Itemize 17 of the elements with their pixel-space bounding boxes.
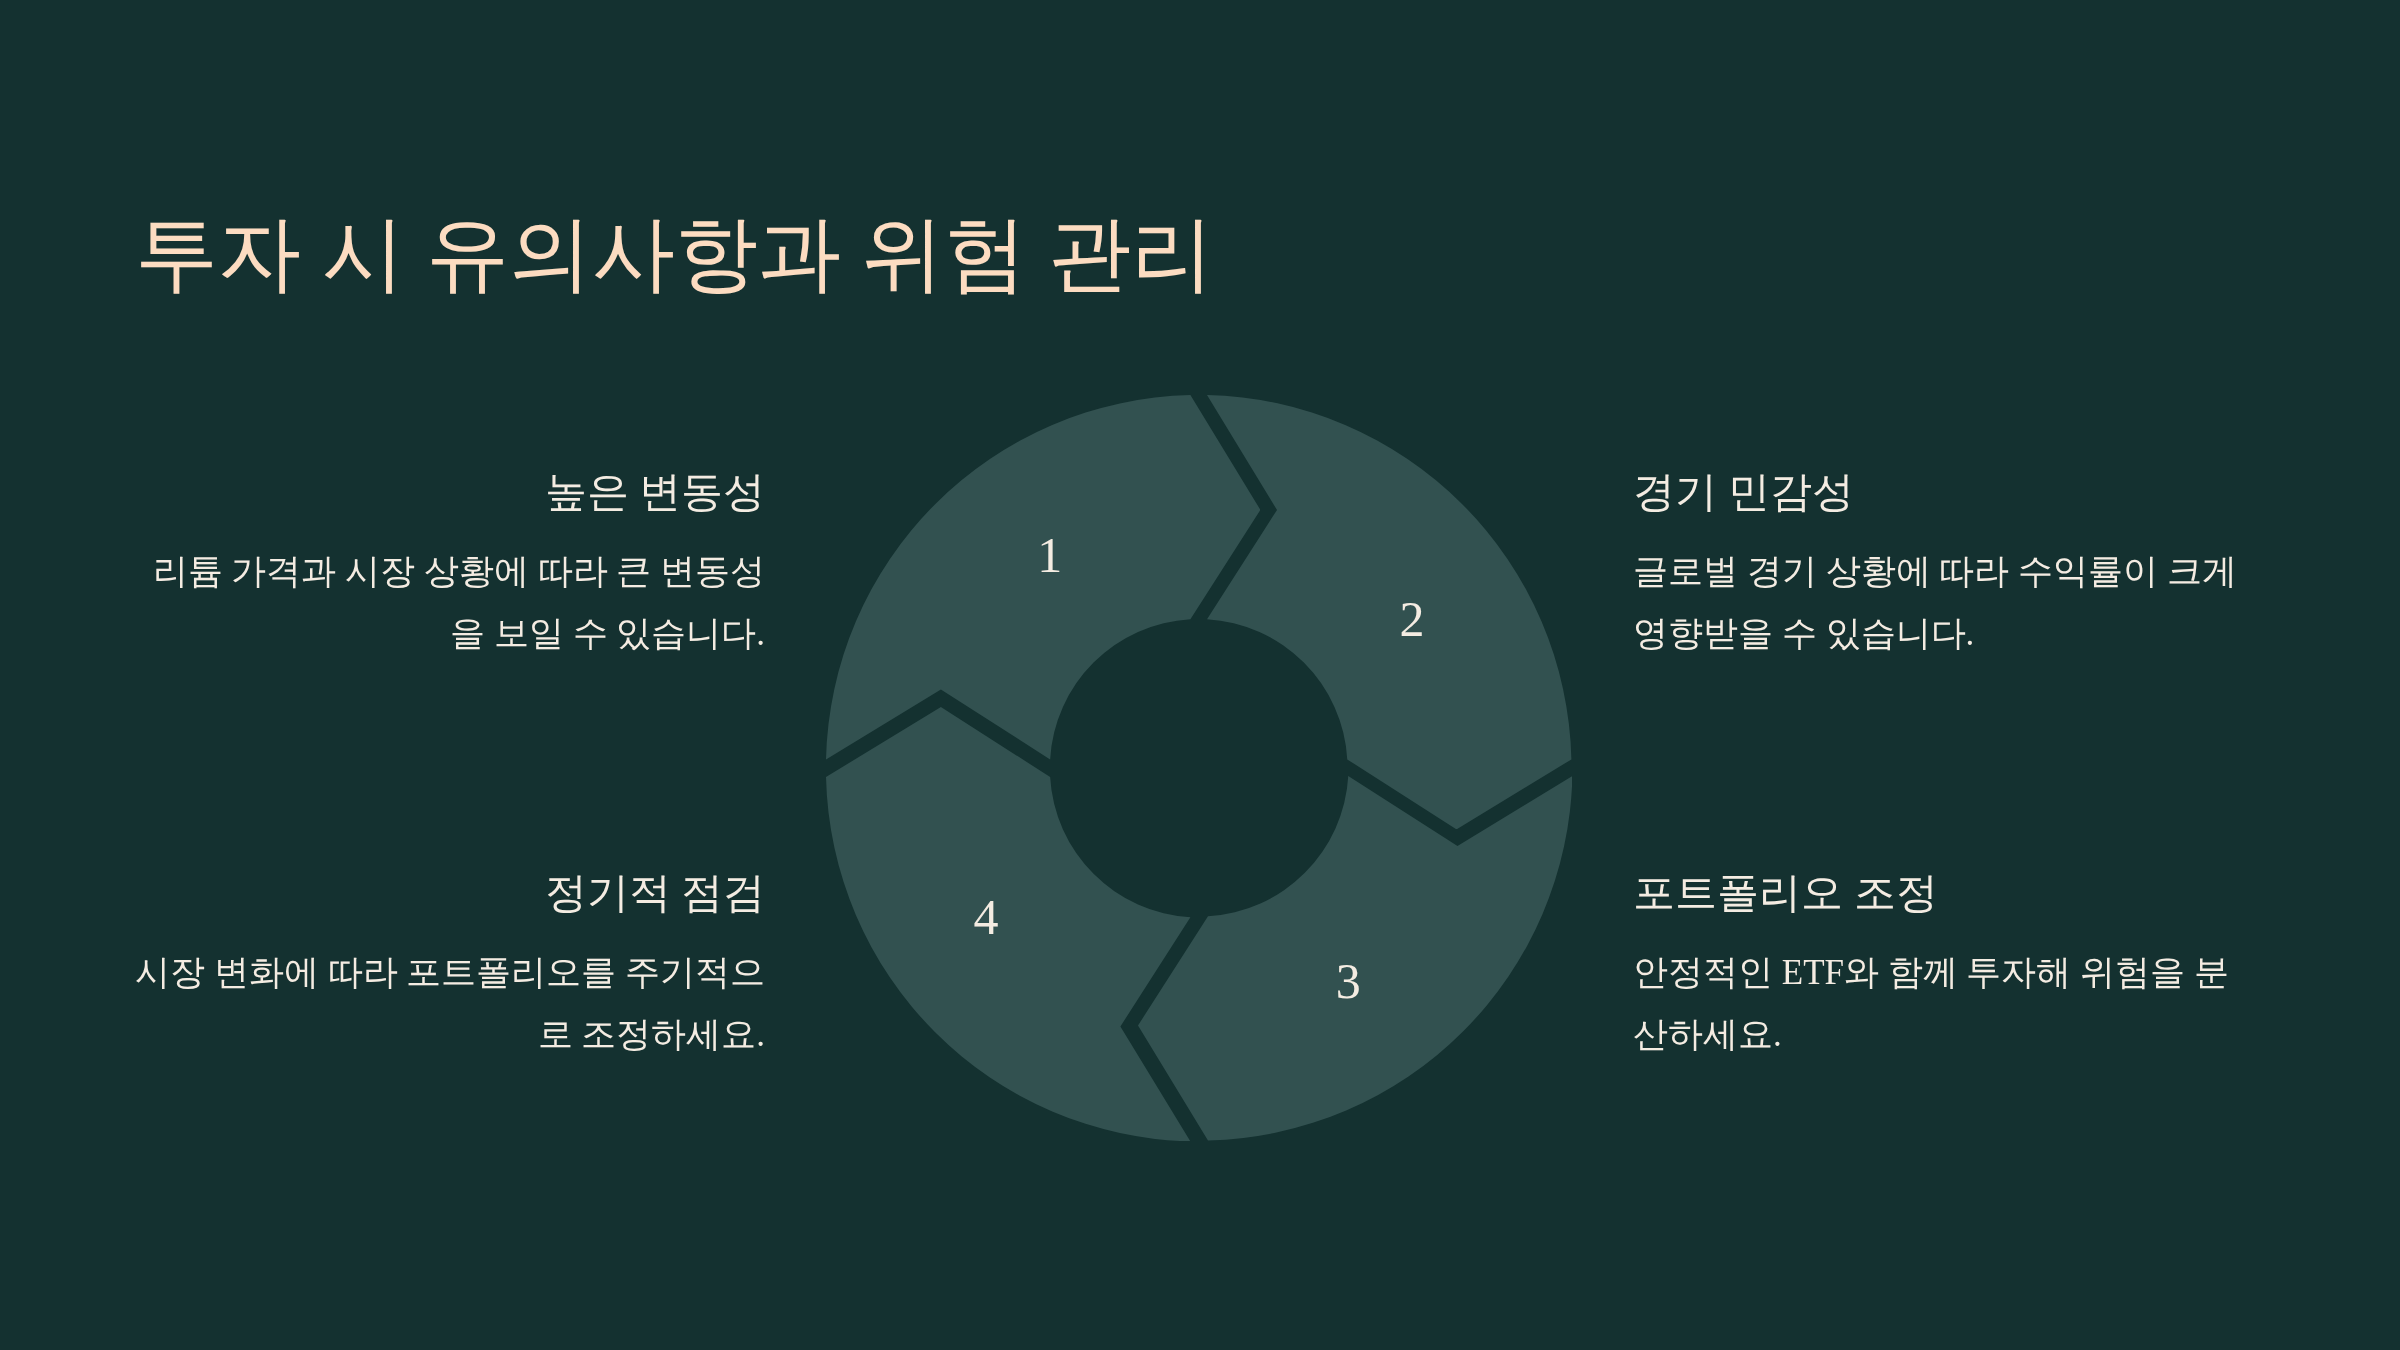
- description-text: 안정적인 ETF와 함께 투자해 위험을 분산하세요.: [1633, 952, 2230, 1056]
- cycle-segment: [1137, 776, 1572, 1141]
- cycle-segment: [1207, 395, 1572, 830]
- step-number: 2: [1399, 593, 1425, 644]
- title: 투자 시 유의사항과 위험 관리: [135, 207, 1214, 302]
- step-number: 1: [1037, 530, 1063, 580]
- cycle-segment: [826, 395, 1261, 760]
- section-heading: 포트폴리오 조정: [1633, 869, 1939, 918]
- section-heading: 경기 민감성: [1633, 468, 1855, 517]
- step-number: 4: [973, 892, 999, 943]
- cycle-segment: [826, 706, 1191, 1141]
- step-number: 3: [1335, 955, 1361, 1006]
- description-text: 시장 변화에 따라 포트폴리오를 주기적으로 조정하세요.: [134, 952, 765, 1056]
- section-heading: 정기적 점검: [543, 869, 765, 918]
- description-text: 리튬 가격과 시장 상황에 따라 큰 변동성을 보일 수 있습니다.: [151, 551, 765, 655]
- description-text: 글로벌 경기 상황에 따라 수익률이 크게 영향받을 수 있습니다.: [1633, 551, 2238, 655]
- section-heading: 높은 변동성: [543, 468, 765, 517]
